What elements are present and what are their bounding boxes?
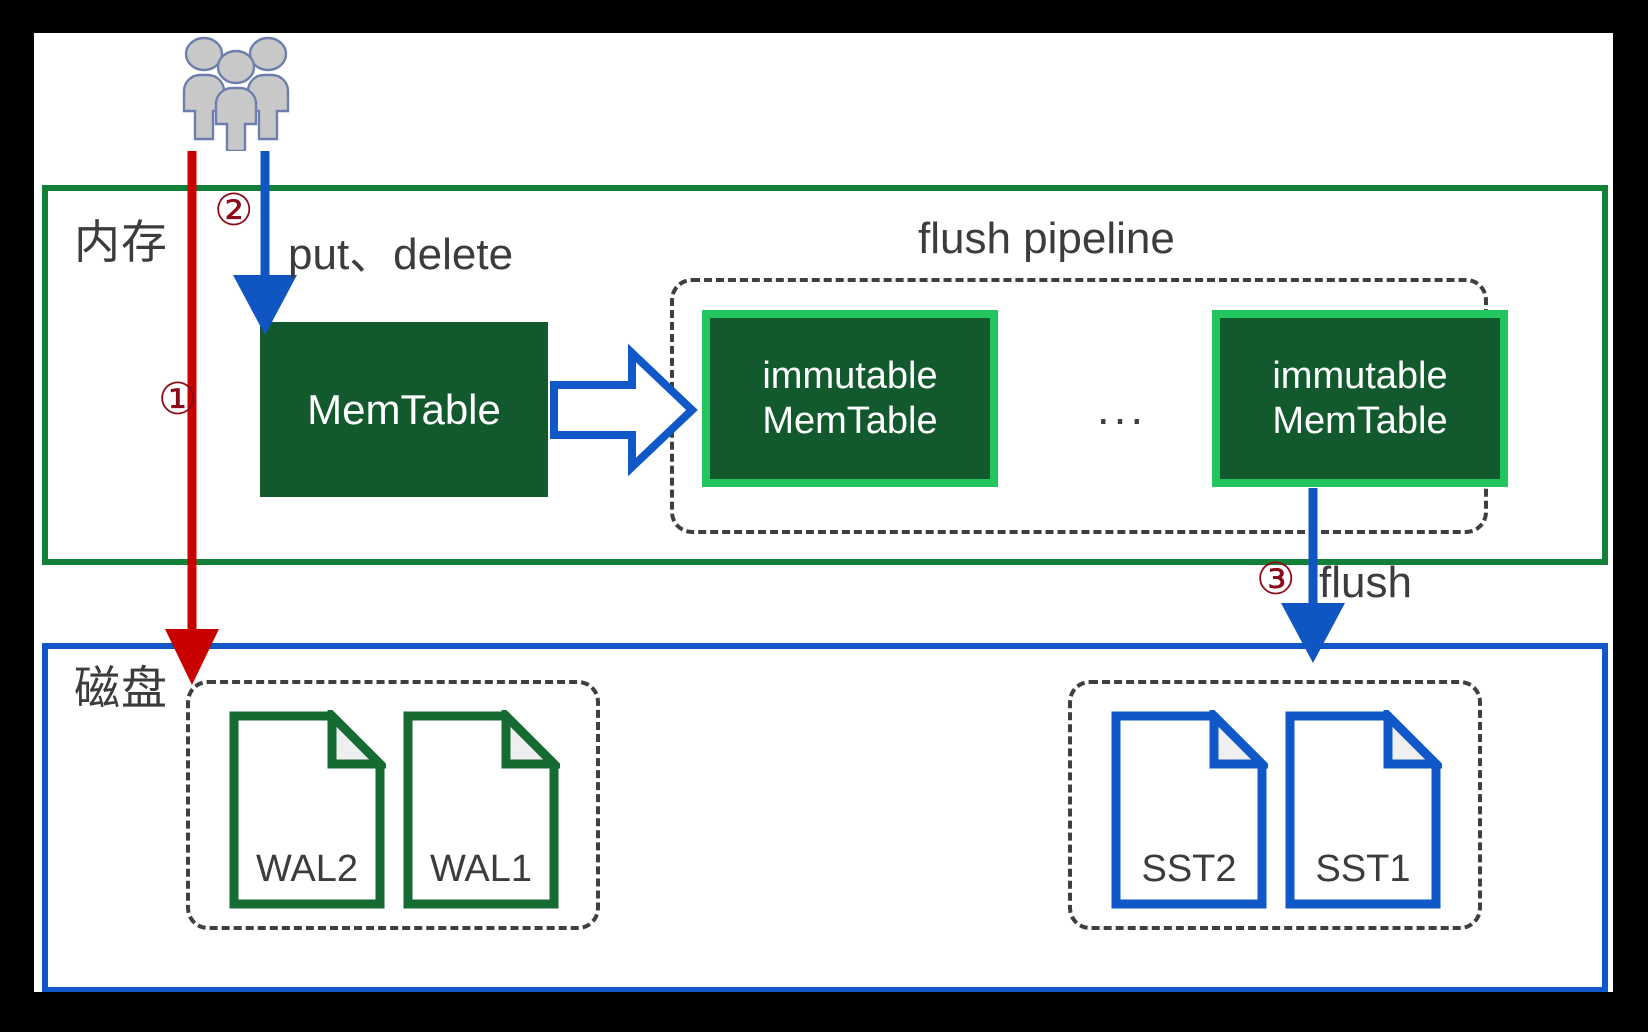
flush-action-label: flush — [1319, 558, 1412, 607]
memory-section-label: 内存 — [74, 216, 168, 268]
immutable-memtable-box[interactable]: immutable MemTable — [702, 310, 998, 487]
document-label: SST1 — [1315, 848, 1411, 890]
diagram-canvas: 内存 MemTable flush pipeline immutable Mem… — [34, 33, 1613, 992]
put-delete-label: put、delete — [288, 230, 514, 279]
step-marker-3: ③ — [1256, 555, 1296, 604]
step-marker-1: ① — [158, 375, 198, 424]
document-label: SST2 — [1141, 848, 1237, 890]
memtable-label: MemTable — [307, 385, 501, 433]
immutable-memtable-line1: immutable — [762, 354, 938, 397]
disk-section-frame: 磁盘 — [42, 643, 1608, 992]
memory-section-frame: 内存 — [42, 185, 1608, 565]
disk-section-label: 磁盘 — [74, 662, 168, 714]
document-label: WAL1 — [429, 848, 533, 890]
immutable-memtable-line1: immutable — [1272, 354, 1448, 397]
document-icon[interactable]: SST1 — [1284, 710, 1442, 910]
document-icon[interactable]: WAL2 — [228, 710, 386, 910]
pipeline-ellipsis: ... — [1096, 382, 1148, 434]
immutable-memtable-line2: MemTable — [762, 399, 938, 442]
immutable-memtable-box[interactable]: immutable MemTable — [1212, 310, 1508, 487]
flush-pipeline-title: flush pipeline — [918, 214, 1175, 263]
memtable-box[interactable]: MemTable — [260, 322, 548, 497]
document-icon[interactable]: SST2 — [1110, 710, 1268, 910]
document-icon[interactable]: WAL1 — [402, 710, 560, 910]
immutable-memtable-line2: MemTable — [1272, 399, 1448, 442]
document-label: WAL2 — [255, 848, 359, 890]
step-marker-2: ② — [214, 186, 254, 235]
wal-file-group: WAL2 WAL1 — [186, 680, 600, 930]
people-group-icon — [174, 33, 298, 151]
sst-file-group: SST2 SST1 — [1068, 680, 1482, 930]
